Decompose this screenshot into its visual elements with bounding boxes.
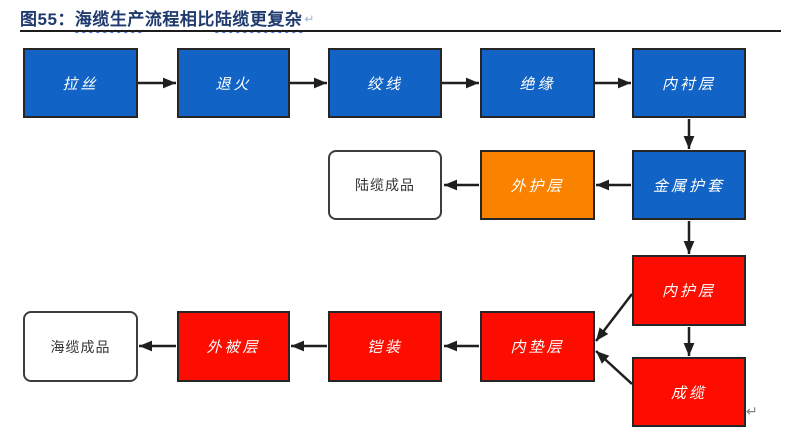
- node-outer-serving: 外被层: [177, 311, 290, 382]
- node-label: 外护层: [510, 176, 565, 195]
- node-land-cable-product: 陆缆成品: [328, 150, 442, 220]
- node-inner-sheath: 内护层: [632, 255, 746, 326]
- figure-number: 图55：: [20, 10, 75, 29]
- node-label: 绞线: [366, 74, 403, 93]
- node-label: 内垫层: [510, 338, 565, 356]
- node-cabling: 成缆: [632, 357, 746, 427]
- node-annealing: 退火: [177, 48, 290, 118]
- node-wire-drawing: 拉丝: [23, 48, 138, 118]
- paragraph-mark-icon: ↵: [304, 12, 315, 26]
- title-segment-wavy-2: 陆缆更复杂: [214, 10, 303, 29]
- node-label: 外被层: [206, 338, 261, 356]
- node-outer-sheath: 外护层: [480, 150, 595, 220]
- node-inner-lining: 内衬层: [632, 48, 746, 118]
- node-label: 绝缘: [519, 74, 556, 93]
- node-label: 金属护套: [652, 176, 725, 195]
- title-segment-plain: 流程相比: [144, 10, 215, 29]
- caption-divider: [20, 30, 781, 32]
- node-submarine-cable-product: 海缆成品: [23, 311, 138, 382]
- node-label: 拉丝: [62, 74, 99, 93]
- arrow-inner-sheath-to-inner-bedding: [595, 293, 633, 342]
- arrow-cabling-to-inner-bedding: [595, 350, 633, 385]
- node-armoring: 铠装: [328, 311, 442, 382]
- node-label: 海缆成品: [50, 338, 111, 355]
- paragraph-mark-icon: ↵: [746, 403, 758, 419]
- node-inner-bedding: 内垫层: [480, 311, 595, 382]
- node-stranding: 绞线: [328, 48, 442, 118]
- node-label: 铠装: [366, 338, 403, 356]
- node-metal-sheath: 金属护套: [632, 150, 746, 220]
- node-label: 内衬层: [661, 74, 716, 93]
- figure-title: 图55：海缆生产流程相比陆缆更复杂↵: [20, 5, 315, 30]
- node-label: 内护层: [661, 282, 716, 300]
- node-label: 陆缆成品: [355, 177, 415, 193]
- node-label: 退火: [215, 74, 252, 93]
- title-segment-wavy-1: 海缆生产: [74, 10, 145, 29]
- node-label: 成缆: [670, 383, 707, 402]
- node-insulation: 绝缘: [480, 48, 595, 118]
